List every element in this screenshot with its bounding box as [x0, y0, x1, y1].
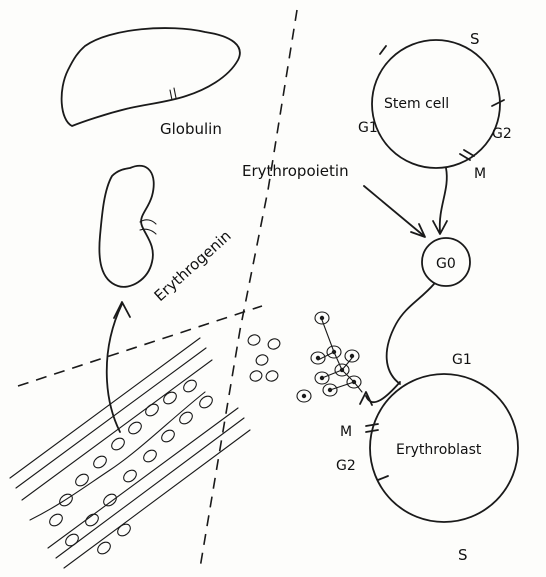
erythropoietin-to-g0-arrow	[364, 186, 424, 236]
vessel-cell	[57, 492, 74, 508]
vessel-cell	[121, 468, 138, 484]
vessel-cell	[141, 448, 158, 464]
stem-tick-m2	[460, 154, 470, 160]
liver-organ	[62, 28, 240, 126]
kidney-organ	[99, 166, 153, 287]
blast-tick-m2	[366, 430, 378, 432]
free-red-cells	[247, 333, 282, 383]
erythroblast-to-cluster-arrowhead	[360, 392, 372, 405]
vessel-to-kidney-arrow	[107, 304, 122, 432]
blast-tick-bottom	[378, 476, 388, 480]
vessel-cell	[91, 454, 108, 470]
stem-phase-g1: G1	[358, 120, 378, 136]
blast-phase-m: M	[340, 424, 352, 440]
g0-label: G0	[436, 256, 456, 272]
nucleated-cells	[297, 312, 361, 402]
cell-nucleus	[320, 316, 324, 320]
blast-phase-g1: G1	[452, 352, 472, 368]
divider-vertical	[200, 10, 297, 568]
free-cell	[265, 369, 280, 383]
blast-tick-m1	[366, 424, 378, 426]
cell-nucleus	[332, 350, 336, 354]
free-cell	[247, 333, 262, 347]
vessel-cell	[47, 512, 64, 528]
stem-phase-m: M	[474, 166, 486, 182]
cell-nucleus	[328, 388, 332, 392]
free-cell	[255, 353, 270, 367]
vessel-cell	[143, 402, 160, 418]
erythroblast-label: Erythroblast	[396, 442, 482, 458]
divider-diagonal	[18, 306, 262, 386]
blast-phase-s: S	[458, 546, 468, 564]
stem-phase-g2: G2	[492, 126, 512, 142]
free-cell	[249, 369, 264, 383]
erythrogenin-label: Erythrogenin	[151, 227, 235, 305]
vessel-cell	[83, 512, 100, 528]
erythropoietin-label: Erythropoietin	[242, 162, 349, 180]
g0-to-erythroblast-path	[387, 284, 434, 384]
free-cell	[267, 337, 282, 351]
stem-phase-s: S	[470, 30, 480, 48]
cell-nucleus	[316, 356, 320, 360]
vessel-cell	[161, 390, 178, 406]
cell-nucleus	[352, 380, 356, 384]
cell-nucleus	[350, 354, 354, 358]
blast-phase-g2: G2	[336, 458, 356, 474]
stem-tick-right	[492, 100, 504, 106]
vessel-cell	[115, 522, 132, 538]
cell-nucleus	[340, 368, 344, 372]
vessel-cell	[159, 428, 176, 444]
cell-nucleus	[320, 376, 324, 380]
vessel-cell	[101, 492, 118, 508]
cell-nucleus	[302, 394, 306, 398]
globulin-label: Globulin	[160, 120, 222, 138]
vessel-cell	[126, 420, 143, 436]
stem-tick-top	[380, 46, 386, 54]
stem-tick-m1	[464, 150, 474, 156]
vessel-cell	[109, 436, 126, 452]
blood-vessel	[10, 338, 250, 568]
vessel-cell	[73, 472, 90, 488]
stem-cell-label: Stem cell	[384, 96, 449, 112]
